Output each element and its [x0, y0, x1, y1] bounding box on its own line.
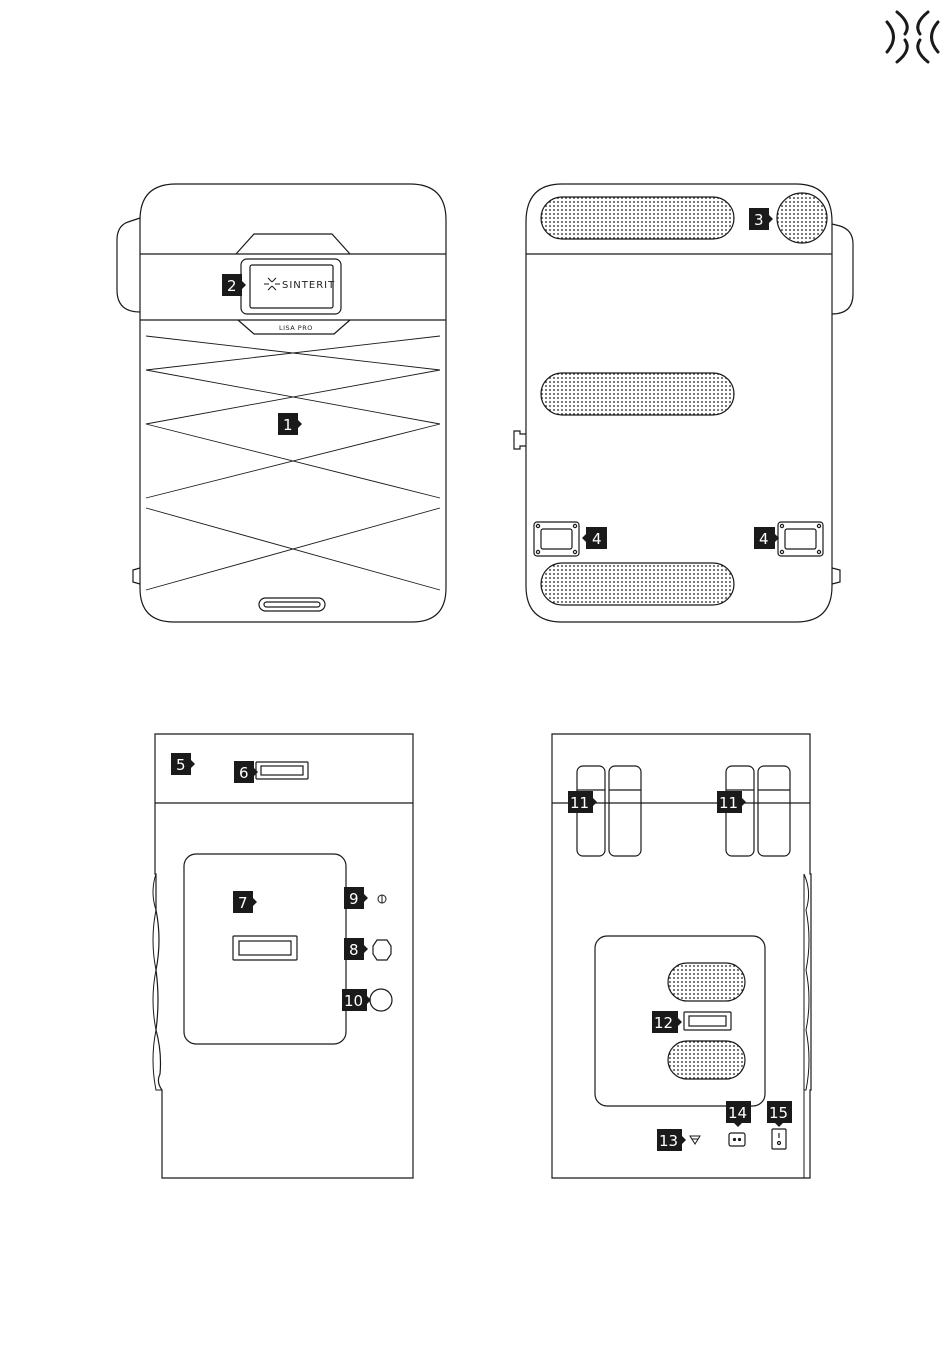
back-callout-3: 3 — [749, 208, 773, 230]
front-callout-1: 1 — [278, 413, 302, 435]
svg-text:2: 2 — [227, 277, 237, 295]
svg-text:1: 1 — [283, 416, 293, 434]
right-slot — [684, 1012, 731, 1030]
left-usb-port — [233, 936, 297, 960]
svg-text:3: 3 — [754, 211, 764, 229]
front-model-text: LISA PRO — [279, 324, 313, 332]
back-callout-4-right: 4 — [754, 527, 779, 549]
left-ethernet-port — [373, 940, 391, 960]
svg-text:11: 11 — [719, 794, 738, 812]
back-view — [514, 184, 853, 622]
left-side-view — [153, 734, 413, 1178]
svg-text:7: 7 — [238, 894, 248, 912]
right-callout-15: 15 — [767, 1101, 792, 1127]
back-vent-bottom — [541, 563, 734, 605]
svg-text:12: 12 — [654, 1014, 673, 1032]
right-callout-11-right: 11 — [717, 791, 746, 813]
left-callout-6: 6 — [234, 761, 258, 783]
front-view: SINTERIT LISA PRO — [117, 184, 446, 622]
right-vent-lower — [668, 1041, 745, 1079]
back-side-handle — [832, 224, 853, 314]
back-foot-left — [534, 522, 579, 556]
back-vent-middle — [541, 373, 734, 415]
front-display-bezel — [236, 234, 350, 254]
front-door-handle — [259, 598, 325, 611]
right-vent-upper — [668, 963, 745, 1001]
svg-text:13: 13 — [659, 1132, 678, 1150]
svg-text:8: 8 — [349, 941, 359, 959]
front-door-cross-lines — [146, 336, 440, 590]
front-body — [140, 184, 446, 622]
right-power-switch-icon — [772, 1129, 786, 1149]
front-brand-logo-icon — [264, 278, 280, 290]
left-callout-7: 7 — [233, 891, 257, 913]
svg-text:14: 14 — [728, 1104, 747, 1122]
right-power-socket-icon — [729, 1133, 745, 1146]
back-foot-right — [778, 522, 823, 556]
left-callout-10: 10 — [342, 989, 371, 1011]
left-small-port-icon — [378, 895, 386, 903]
right-callout-13: 13 — [657, 1129, 686, 1151]
left-top-slot — [256, 762, 308, 779]
left-callout-8: 8 — [344, 938, 368, 960]
left-callout-9: 9 — [344, 887, 368, 909]
back-side-knob — [514, 431, 526, 449]
left-round-button — [370, 989, 392, 1011]
right-callout-12: 12 — [652, 1011, 682, 1033]
right-callout-14: 14 — [726, 1101, 751, 1127]
back-vent-top — [541, 197, 734, 239]
svg-text:5: 5 — [176, 756, 186, 774]
svg-text:10: 10 — [344, 992, 363, 1010]
svg-text:4: 4 — [759, 530, 769, 548]
back-callout-4-left: 4 — [582, 527, 607, 549]
back-exhaust-fan — [777, 193, 827, 243]
front-callout-2: 2 — [222, 274, 246, 296]
right-ground-icon — [690, 1136, 700, 1144]
front-side-handle — [117, 218, 140, 312]
sinterit-x-logo-icon — [887, 12, 938, 62]
svg-text:9: 9 — [349, 890, 359, 908]
svg-text:4: 4 — [592, 530, 602, 548]
right-callout-11-left: 11 — [568, 791, 597, 813]
left-access-panel — [184, 854, 346, 1044]
front-brand-text: SINTERIT — [282, 280, 335, 291]
svg-text:6: 6 — [239, 764, 249, 782]
left-callout-5: 5 — [171, 753, 195, 775]
svg-text:11: 11 — [570, 794, 589, 812]
svg-text:15: 15 — [769, 1104, 788, 1122]
